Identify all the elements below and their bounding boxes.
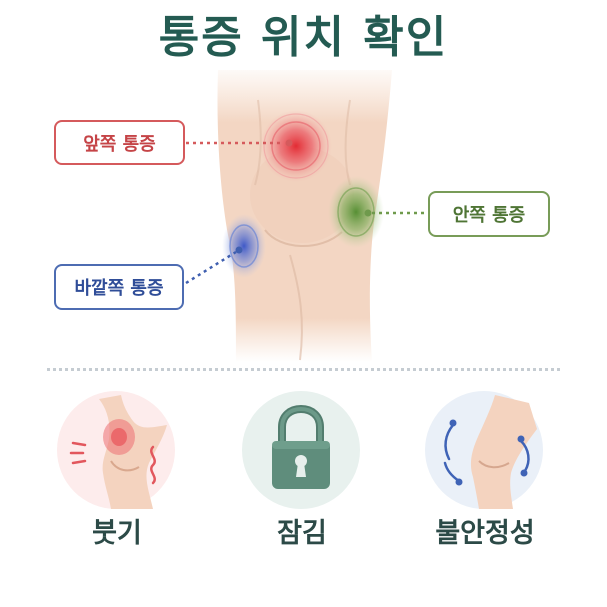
knee-illustration — [185, 70, 427, 362]
front-pain-spot — [260, 110, 332, 182]
instability-label: 불안정성 — [435, 518, 535, 549]
swelling-label: 붓기 — [92, 518, 142, 549]
locking-icon-circle — [242, 391, 360, 509]
locking-label: 잠김 — [277, 518, 327, 549]
swollen-knee-icon — [69, 395, 167, 509]
section-divider — [47, 368, 560, 371]
page-title: 통증 위치 확인 — [158, 12, 449, 63]
padlock-icon — [272, 404, 330, 489]
front-pain-label: 앞쪽 통증 — [54, 120, 185, 165]
inner-pain-spot — [328, 176, 384, 248]
outer-pain-label: 바깥쪽 통증 — [54, 264, 184, 310]
outer-pain-spot — [222, 214, 266, 278]
inner-pain-label: 안쪽 통증 — [428, 191, 550, 237]
outer-connector — [185, 250, 237, 285]
unstable-knee-icon — [443, 395, 537, 509]
instability-icon-circle — [425, 391, 543, 509]
swelling-icon-circle — [57, 391, 175, 509]
